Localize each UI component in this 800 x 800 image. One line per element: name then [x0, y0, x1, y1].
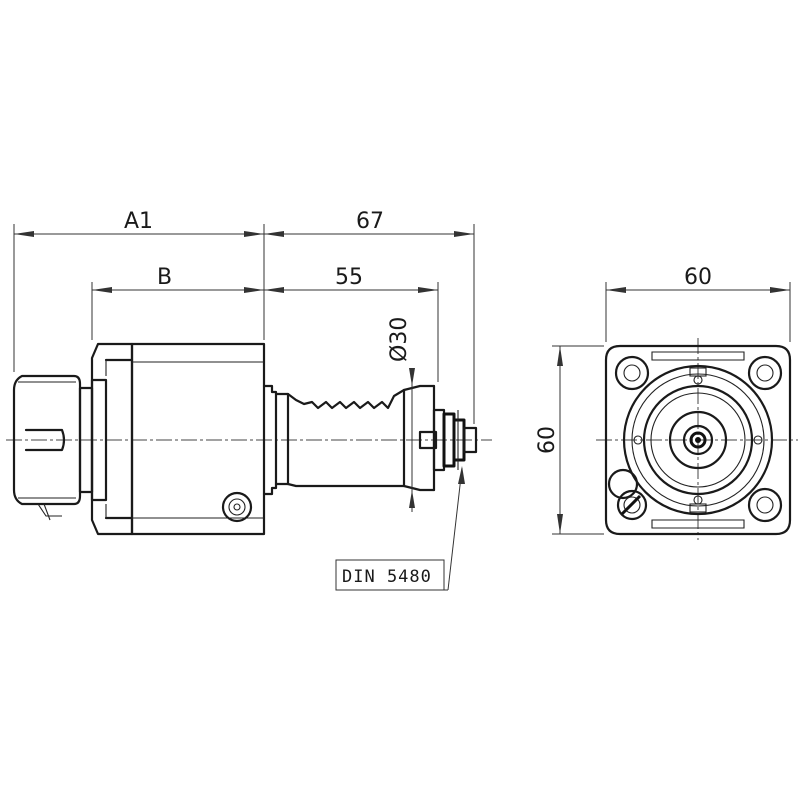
dim-diameter-30-label: Ø30: [387, 317, 412, 362]
dim-a1-label: A1: [124, 209, 153, 234]
dim-b: B: [92, 265, 264, 293]
collet-nut: [12, 374, 82, 521]
front-body-outline: [604, 344, 792, 536]
face-mid-ring: [642, 384, 754, 496]
corner-bolt-top-right: [747, 355, 783, 391]
dim-diameter-30: Ø30: [387, 317, 415, 512]
housing: [130, 342, 266, 536]
flange: [90, 342, 134, 536]
dim-width-60: 60: [605, 265, 791, 342]
dim-width-60-label: 60: [684, 265, 712, 290]
housing-screw-outer: [221, 491, 253, 523]
face-outer-ring: [622, 364, 774, 516]
dim-height-60: 60: [535, 345, 604, 535]
shaft-end: [432, 408, 478, 472]
dim-a1: A1: [14, 209, 264, 237]
housing-screw-inner: [228, 498, 246, 516]
corner-bolt-top-left: [614, 355, 650, 391]
dim-67-label: 67: [356, 209, 384, 234]
din-callout-box: [335, 559, 445, 591]
dim-55: 55: [264, 265, 438, 293]
corner-bolt-bottom-right: [747, 487, 783, 523]
spindle-ring: [668, 410, 728, 470]
dim-55-label: 55: [335, 265, 363, 290]
spindle-bore: [689, 431, 707, 449]
dim-b-label: B: [157, 265, 172, 290]
side-view: A1 67 B 55 Ø30: [6, 209, 492, 591]
dim-height-60-label: 60: [535, 426, 560, 454]
din-callout: DIN 5480: [335, 466, 465, 591]
din-callout-label: DIN 5480: [342, 567, 432, 587]
dim-67: 67: [264, 209, 474, 237]
front-view: 60 60: [535, 265, 798, 540]
corner-bolt-bottom-left: [607, 468, 648, 521]
